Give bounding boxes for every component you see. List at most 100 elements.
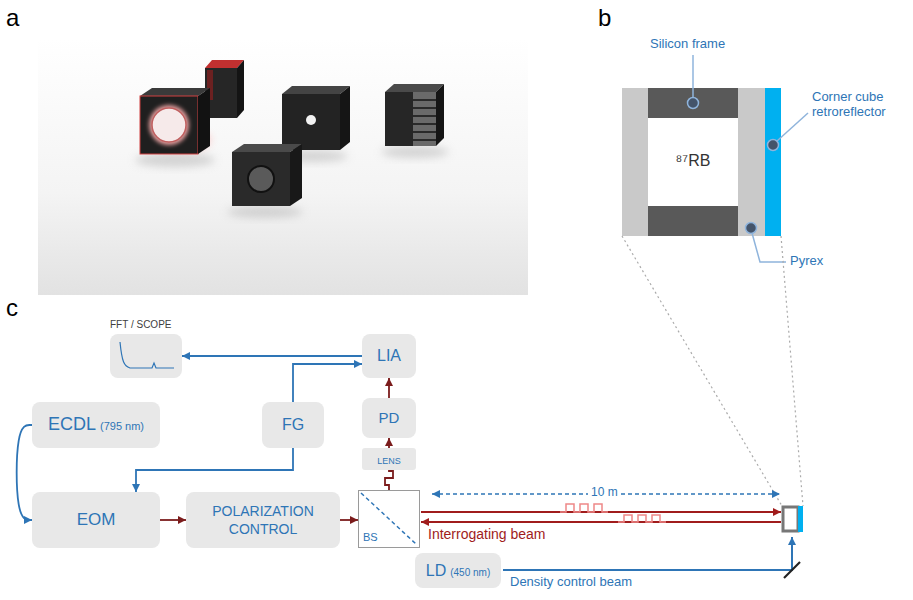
cube-face [232,152,290,206]
interrogating-beam [421,511,781,513]
cell-window [152,108,186,142]
signal-connector [293,364,362,402]
pyrex-window [738,88,765,236]
box-label: BS [363,531,378,543]
window-glow [149,105,189,145]
box-label: POLARIZATION CONTROL [212,503,314,537]
cube-face [140,96,198,154]
cube-face [282,94,340,150]
cube-top [282,86,350,94]
callout-dot [746,223,757,234]
box-sublabel: (795 nm) [100,420,144,432]
instrument-box: LIA [362,334,416,378]
box-text: FG [282,416,304,434]
box-label: LENS [377,456,401,466]
part-label: Pyrex [790,254,823,269]
box-text: ECDL(795 nm) [48,415,144,435]
panel-label: a [6,4,19,32]
cell-cross-section [622,55,808,262]
control-box: POLARIZATION CONTROL [186,492,340,548]
signal-connector [136,448,293,492]
mirror [784,562,800,578]
signal-connector [340,519,358,521]
box-text: LD (450 nm) [426,562,490,580]
layer-stripes [413,100,436,140]
vapor-cell [385,84,444,146]
box-text: LIA [377,347,401,365]
cube-top [232,144,302,152]
vapor-cavity [648,118,738,206]
spectrum-trace [110,334,182,378]
density-control-beam [503,537,792,570]
vapor-cell [282,86,350,150]
box-text: PD [379,409,400,427]
box-label: FG [282,416,304,433]
box-text: EOM [77,511,116,530]
beam-label: Interrogating beam [428,526,546,542]
photo-ground [38,38,528,295]
pulse-train [618,515,666,522]
shadow [381,146,449,158]
signal-connector [388,438,390,448]
shadow [227,206,303,218]
box-label: EOM [77,510,116,529]
leader-line [777,113,808,141]
cube-side [198,88,210,154]
cube-side [290,144,302,206]
laser-box: LD (450 nm) [415,553,501,588]
lens-box: LENS [362,448,416,470]
splitter-diagonal [361,493,416,544]
silicon-frame [648,206,738,236]
shadow [135,153,215,167]
cube-side [413,92,436,146]
signal-connector [17,425,32,520]
box-text: LENS [377,450,401,468]
beam-splitter: BS [358,490,420,548]
box-text: BS [363,527,378,545]
box-label: LD [426,562,446,579]
cube-side [237,60,244,118]
vapor-cell [783,507,798,531]
retroreflector [765,88,781,236]
part-label: Silicon frame [650,37,725,52]
cell-window [306,115,316,125]
vapor-cell [140,88,210,154]
beam-label: Density control beam [510,575,632,590]
part-label: Corner cube retroreflector [812,90,908,120]
cell-photo [38,38,528,295]
box-sublabel: (450 nm) [450,567,490,578]
display-box: FFT / SCOPE [110,334,182,378]
box-label: LIA [377,347,401,364]
laser-box: ECDL(795 nm) [32,402,160,448]
spectrum-trace [120,342,174,368]
callout-dot [688,98,699,109]
cube-side [436,84,444,146]
signal-connector [385,470,393,490]
pulse-train [560,504,608,512]
box-label: PD [379,409,400,426]
distance-label: 10 m [588,486,621,500]
vapor-cell [232,144,302,206]
vapor-cell [205,60,244,118]
species-label: ⁸⁷RB [648,152,738,170]
detector-box: PD [362,398,416,438]
return-beam [421,521,781,523]
zoom-guide [622,236,782,506]
leader-line [692,55,694,97]
pyrex-window [622,88,648,236]
modulator-box: EOM [32,492,160,548]
cube-face [385,92,413,146]
panel-label: c [6,294,18,322]
panel-label: b [598,4,611,32]
signal-connector [182,355,362,357]
box-label: FFT / SCOPE [110,319,172,330]
cell-hole [248,166,274,192]
signal-connector [160,519,186,521]
signal-connector [388,378,390,398]
cube-top [140,88,210,96]
callout-dot [768,140,779,151]
retroreflector [798,506,803,532]
zoom-guide [781,236,803,506]
cube-side [340,86,350,150]
